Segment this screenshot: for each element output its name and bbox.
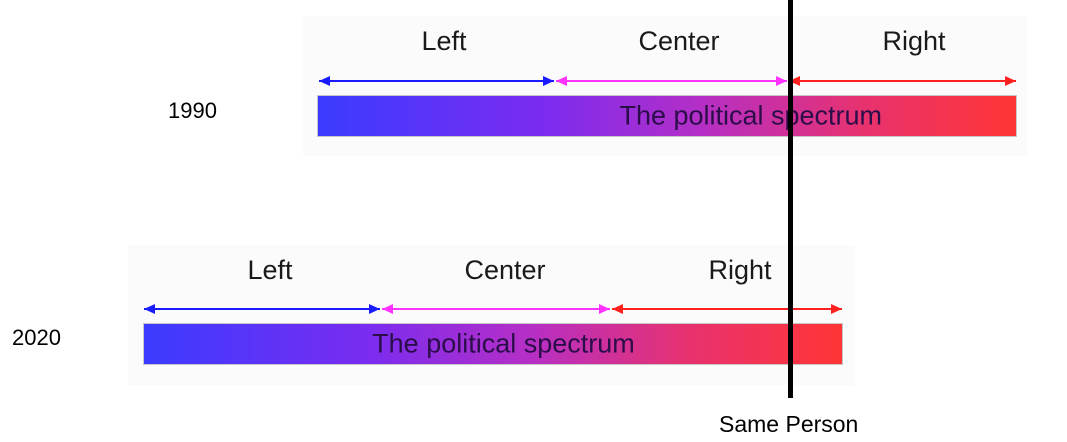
year-label-1990: 1990 xyxy=(168,98,217,123)
year-label-2020: 2020 xyxy=(12,325,61,350)
arrow-center xyxy=(382,304,610,314)
spectrum-bar: The political spectrum xyxy=(143,323,843,365)
segment-arrows xyxy=(319,76,1016,86)
segment-label-left: Left xyxy=(421,26,467,56)
segment-label-right: Right xyxy=(882,26,946,56)
spectrum-bar-label: The political spectrum xyxy=(372,328,635,359)
spectrum-bar: The political spectrum xyxy=(317,95,1017,137)
arrow-right xyxy=(612,304,842,314)
arrow-right xyxy=(789,76,1016,86)
same-person-label: Same Person xyxy=(719,411,859,437)
spectrum-1990: Left Center Right The political spectrum xyxy=(303,16,1027,156)
same-person-marker-line xyxy=(788,0,793,398)
spectrum-bar-label: The political spectrum xyxy=(619,100,883,131)
arrow-left xyxy=(319,76,554,86)
segment-label-right: Right xyxy=(708,255,772,285)
segment-label-left: Left xyxy=(247,255,293,285)
arrow-left xyxy=(144,304,380,314)
segment-arrows xyxy=(144,304,842,314)
segment-label-center: Center xyxy=(638,26,720,56)
arrow-center xyxy=(556,76,787,86)
spectrum-2020: Left Center Right The political spectrum xyxy=(128,245,855,385)
segment-label-center: Center xyxy=(464,255,546,285)
